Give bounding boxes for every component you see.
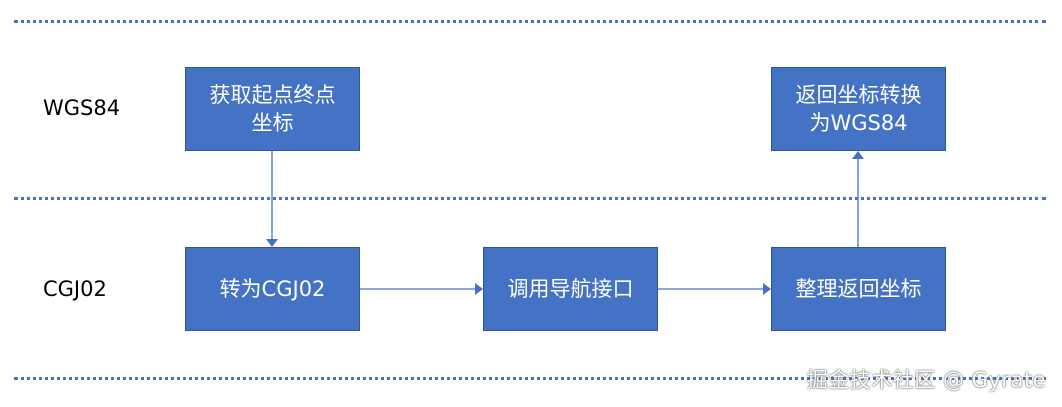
node-convert-gcj02: 转为CGJ02 — [185, 247, 360, 331]
node-organize-coords: 整理返回坐标 — [771, 247, 946, 331]
node-return-wgs84-label: 返回坐标转换为WGS84 — [795, 83, 922, 135]
divider-bottom — [14, 377, 1046, 380]
node-get-points-label: 获取起点终点坐标 — [209, 83, 336, 135]
arrowhead-right-1 — [475, 283, 483, 295]
node-return-wgs84: 返回坐标转换为WGS84 — [771, 67, 946, 151]
node-call-nav-api-label: 调用导航接口 — [507, 277, 634, 301]
node-call-nav-api: 调用导航接口 — [483, 247, 658, 331]
watermark-text: 掘金技术社区 @ Gyrate — [806, 368, 1046, 392]
arrowhead-up — [852, 151, 864, 159]
lane-label-wgs84: WGS84 — [43, 96, 121, 120]
arrowhead-down — [266, 239, 278, 247]
lane-label-cgj02: CGJ02 — [43, 277, 107, 301]
divider-top — [14, 20, 1046, 23]
arrowhead-right-2 — [763, 283, 771, 295]
node-organize-coords-label: 整理返回坐标 — [795, 277, 922, 301]
node-get-points: 获取起点终点坐标 — [185, 67, 360, 151]
node-convert-gcj02-label: 转为CGJ02 — [219, 277, 326, 301]
divider-middle — [14, 197, 1046, 200]
